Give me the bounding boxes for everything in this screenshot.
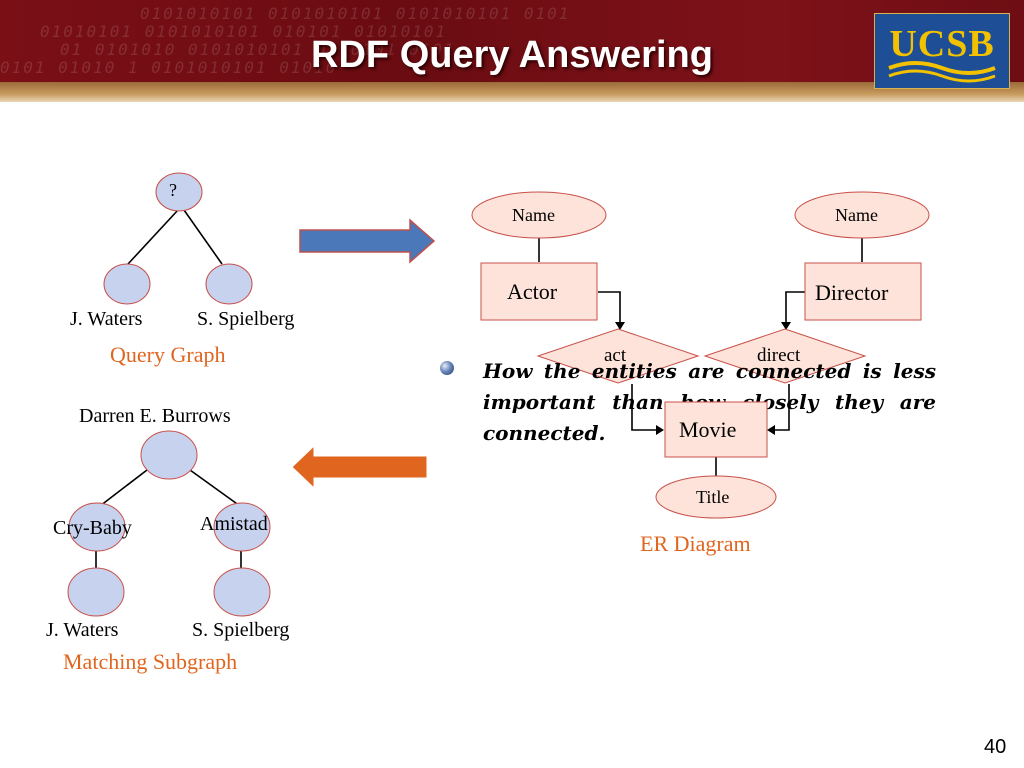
match-root-label: Darren E. Burrows xyxy=(79,405,231,427)
match-leaf-node-right xyxy=(213,567,271,617)
match-leaf-label-left: J. Waters xyxy=(46,619,119,641)
query-leaf-label-right: S. Spielberg xyxy=(197,308,295,330)
er-arrowhead-movie-right xyxy=(767,425,775,435)
er-diagram-caption: ER Diagram xyxy=(640,531,751,556)
match-edge-right xyxy=(189,469,241,507)
query-graph-caption: Query Graph xyxy=(110,342,226,367)
binary-decoration-4: 0101 01010 1 0101010101 01010 xyxy=(0,58,338,77)
query-leaf-node-right xyxy=(205,263,253,305)
match-leaf-node-left xyxy=(67,567,125,617)
binary-decoration-1: 0101010101 0101010101 0101010101 0101 xyxy=(140,4,571,23)
left-arrow-icon xyxy=(291,444,428,490)
logo-text: UCSB xyxy=(889,23,995,65)
er-rel-act-label: act xyxy=(604,345,627,366)
er-attr-director-name xyxy=(794,191,930,239)
er-arrowhead-act xyxy=(615,322,625,330)
er-edge-actor-act xyxy=(598,291,621,327)
match-mid-label-left: Cry-Baby xyxy=(53,517,132,539)
er-arrowhead-direct xyxy=(781,322,791,330)
query-edge-right xyxy=(183,209,223,265)
er-edge-direct-movie xyxy=(769,384,790,431)
slide-header: 0101010101 0101010101 0101010101 0101 01… xyxy=(0,0,1024,102)
logo-wave-icon xyxy=(888,61,996,83)
er-attr-movie-title xyxy=(655,475,777,519)
er-entity-director xyxy=(804,262,922,321)
er-attr-actor-name xyxy=(471,191,607,239)
slide-title: RDF Query Answering xyxy=(311,34,713,76)
er-rel-act xyxy=(536,328,700,384)
query-root-label: ? xyxy=(169,180,177,200)
match-mid-label-right: Amistad xyxy=(200,513,268,535)
er-arrowhead-movie-left xyxy=(656,425,664,435)
page-number: 40 xyxy=(984,736,1007,758)
er-rel-direct-label: direct xyxy=(757,345,801,366)
query-leaf-label-left: J. Waters xyxy=(70,308,143,330)
bullet-icon xyxy=(440,361,454,375)
match-mid-node-left xyxy=(68,502,126,552)
er-entity-actor xyxy=(480,262,598,321)
match-root-node xyxy=(140,430,198,480)
er-edge-act-movie xyxy=(631,384,662,431)
match-mid-node-right xyxy=(213,502,271,552)
ucsb-logo: UCSB xyxy=(874,13,1010,89)
matching-subgraph-caption: Matching Subgraph xyxy=(63,649,238,674)
er-edge-director-direct xyxy=(785,291,805,327)
er-attr-movie-title-label: Title xyxy=(696,487,730,507)
er-rel-direct xyxy=(703,328,867,384)
binary-decoration-3: 01 0101010 0101010101 01 0101 0101 xyxy=(60,40,456,59)
match-leaf-label-right: S. Spielberg xyxy=(192,619,290,641)
binary-decoration-2: 01010101 0101010101 010101 01010101 xyxy=(40,22,448,41)
query-leaf-node-left xyxy=(103,263,151,305)
er-attr-actor-name-label: Name xyxy=(512,205,555,225)
er-entity-movie-label: Movie xyxy=(679,417,737,442)
header-swoosh xyxy=(0,82,1024,102)
er-entity-actor-label: Actor xyxy=(507,279,558,304)
query-edge-left xyxy=(127,209,179,265)
match-edge-left xyxy=(99,469,148,507)
er-attr-director-name-label: Name xyxy=(835,205,878,225)
er-entity-director-label: Director xyxy=(815,280,889,305)
right-arrow-icon xyxy=(299,218,436,264)
query-root-node xyxy=(155,172,203,212)
